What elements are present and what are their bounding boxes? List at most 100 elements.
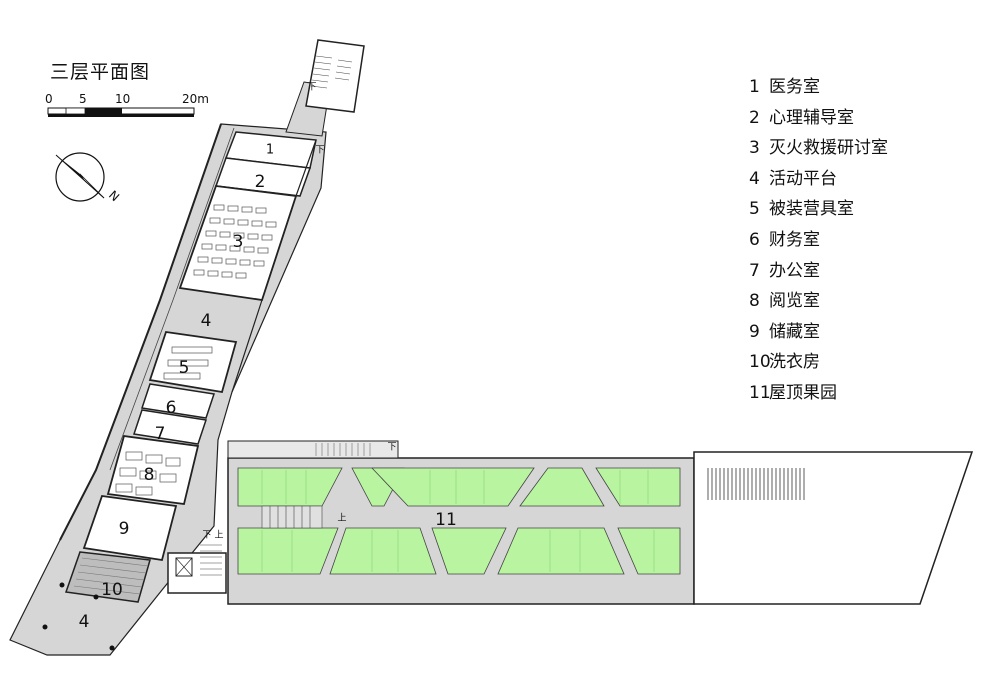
room-10-hatch bbox=[73, 557, 149, 595]
legend-name: 储藏室 bbox=[769, 321, 820, 342]
orchard-bed bbox=[237, 527, 339, 575]
legend-item: 9 储藏室 bbox=[749, 317, 888, 348]
orchard-stair bbox=[261, 505, 323, 529]
orchard-beds bbox=[237, 467, 681, 575]
room-label-7: 7 bbox=[154, 424, 166, 444]
wing-railing-inner bbox=[109, 127, 235, 471]
room-label-2: 2 bbox=[254, 172, 266, 192]
orchard-bed bbox=[431, 527, 507, 575]
room-9 bbox=[82, 495, 178, 562]
stair-mark-up: 上 bbox=[214, 530, 224, 541]
legend-name: 财务室 bbox=[769, 229, 820, 250]
legend-name: 医务室 bbox=[769, 77, 820, 97]
stair-tower bbox=[305, 39, 365, 113]
scale-label: 0 bbox=[45, 92, 53, 106]
legend-num: 11 bbox=[749, 382, 771, 403]
room-label-4-terrace: 4 bbox=[200, 311, 212, 331]
east-corridor-wall bbox=[231, 139, 317, 393]
legend-item: 3 灭火救援研讨室 bbox=[749, 133, 888, 164]
stair-mark-down: 下 bbox=[202, 530, 212, 541]
orchard-bed bbox=[519, 467, 605, 507]
legend-num: 7 bbox=[749, 260, 760, 281]
annex-vents bbox=[707, 468, 805, 500]
legend-name: 办公室 bbox=[769, 260, 820, 281]
orchard-bed bbox=[497, 527, 625, 575]
orchard-bed bbox=[371, 467, 535, 507]
orchard-bed bbox=[595, 467, 681, 507]
room-3-desks bbox=[193, 204, 277, 279]
legend-num: 8 bbox=[749, 291, 760, 312]
east-block-stair-strip bbox=[227, 440, 399, 459]
legend-item: 11屋顶果园 bbox=[749, 378, 888, 409]
room-label-10: 10 bbox=[101, 580, 123, 600]
stair-mark-down: 下 bbox=[315, 145, 325, 156]
orchard-bed bbox=[617, 527, 681, 575]
legend-name: 阅览室 bbox=[769, 291, 820, 312]
legend-item: 5 被装营具室 bbox=[749, 194, 888, 225]
legend-item: 10洗衣房 bbox=[749, 347, 888, 378]
room-label-3: 3 bbox=[232, 232, 244, 252]
legend-num: 2 bbox=[749, 107, 760, 128]
room-label-8: 8 bbox=[143, 465, 155, 485]
room-label-9: 9 bbox=[118, 519, 130, 539]
stair-core-south bbox=[167, 544, 227, 594]
plan-title: 三层平面图 bbox=[50, 61, 151, 83]
legend-num: 3 bbox=[749, 138, 760, 159]
room-8-tables bbox=[115, 451, 181, 496]
legend-item: 6 财务室 bbox=[749, 225, 888, 256]
column-dot bbox=[109, 645, 115, 651]
legend-item: 8 阅览室 bbox=[749, 286, 888, 317]
room-2 bbox=[214, 157, 312, 197]
strip-treads bbox=[315, 443, 371, 456]
legend-name: 灭火救援研讨室 bbox=[769, 138, 888, 159]
stair-mark-up: 上 bbox=[337, 513, 347, 524]
legend-num: 6 bbox=[749, 229, 760, 250]
legend-name: 洗衣房 bbox=[769, 352, 820, 373]
room-5 bbox=[148, 331, 238, 394]
room-label-4-lower: 4 bbox=[78, 612, 90, 632]
east-block bbox=[227, 440, 974, 605]
north-wing bbox=[9, 123, 327, 656]
orchard-bed bbox=[329, 527, 437, 575]
stair-tower-north bbox=[285, 39, 365, 137]
room-10 bbox=[64, 551, 151, 603]
legend-num: 5 bbox=[749, 199, 760, 220]
east-annex bbox=[693, 451, 974, 605]
room-8 bbox=[106, 435, 200, 505]
legend-name: 被装营具室 bbox=[769, 199, 854, 220]
wing-railing bbox=[59, 123, 222, 541]
room-6 bbox=[141, 383, 215, 419]
orchard-texture bbox=[261, 470, 655, 572]
legend-num: 10 bbox=[749, 352, 771, 373]
column-dot bbox=[93, 594, 99, 600]
legend-item: 2 心理辅导室 bbox=[749, 103, 888, 134]
legend-num: 1 bbox=[749, 77, 760, 97]
scale-label: 10 bbox=[115, 92, 131, 106]
room-5-shelves bbox=[163, 346, 213, 380]
column-dot bbox=[59, 582, 65, 588]
legend-item: 4 活动平台 bbox=[749, 164, 888, 195]
legend-num: 9 bbox=[749, 321, 760, 342]
stair-mark-down: 下 bbox=[387, 442, 397, 453]
room-label-6: 6 bbox=[165, 398, 177, 418]
scale-label: 20m bbox=[182, 92, 209, 106]
stair-mark-down: 下 bbox=[307, 82, 317, 93]
room-label-11: 11 bbox=[435, 510, 457, 530]
room-7 bbox=[133, 409, 207, 445]
legend-num: 4 bbox=[749, 168, 760, 189]
scale-bar bbox=[47, 107, 195, 117]
room-legend: 1 医务室 2 心理辅导室 3 灭火救援研讨室 4 活动平台 5 被装营具室 6 财务室 7… bbox=[749, 72, 888, 409]
room-label-5: 5 bbox=[178, 358, 190, 378]
room-label-1: 1 bbox=[265, 142, 275, 158]
north-arrow bbox=[55, 152, 105, 202]
stair-treads bbox=[310, 55, 353, 89]
legend-name: 活动平台 bbox=[769, 168, 837, 189]
legend-item: 7 办公室 bbox=[749, 256, 888, 287]
scale-label: 5 bbox=[79, 92, 87, 106]
legend-item: 1 医务室 bbox=[749, 72, 888, 103]
legend-name: 心理辅导室 bbox=[769, 107, 854, 128]
column-dot bbox=[42, 624, 48, 630]
stair-core-treads bbox=[200, 544, 222, 576]
legend-name: 屋顶果园 bbox=[769, 382, 837, 403]
